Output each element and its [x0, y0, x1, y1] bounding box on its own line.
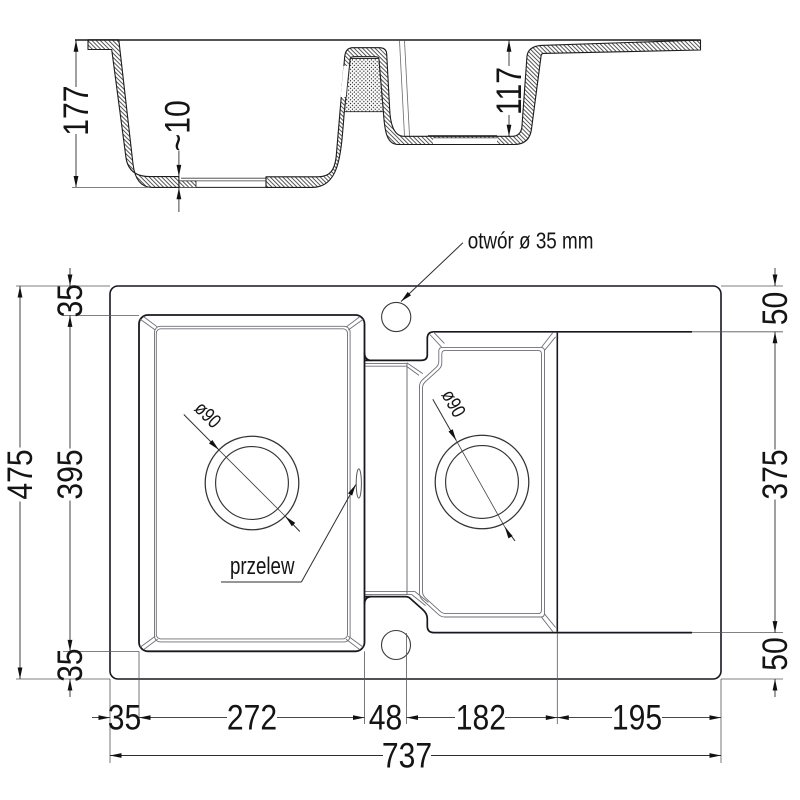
svg-text:475: 475	[0, 449, 40, 499]
svg-text:przelew: przelew	[230, 553, 295, 580]
svg-text:395: 395	[50, 449, 90, 499]
svg-text:35: 35	[50, 284, 90, 317]
svg-text:375: 375	[755, 449, 795, 499]
svg-text:177: 177	[56, 86, 96, 136]
svg-text:117: 117	[489, 67, 529, 115]
svg-text:737: 737	[382, 735, 432, 775]
svg-text:272: 272	[227, 697, 277, 737]
svg-text:195: 195	[612, 697, 662, 737]
svg-text:48: 48	[369, 697, 402, 737]
svg-text:50: 50	[755, 292, 795, 325]
svg-text:50: 50	[755, 637, 795, 670]
svg-text:182: 182	[456, 697, 506, 737]
svg-text:35: 35	[108, 697, 141, 737]
svg-text:35: 35	[50, 648, 90, 681]
svg-text:~10: ~10	[157, 100, 197, 151]
svg-text:otwór ø 35 mm: otwór ø 35 mm	[468, 229, 594, 254]
